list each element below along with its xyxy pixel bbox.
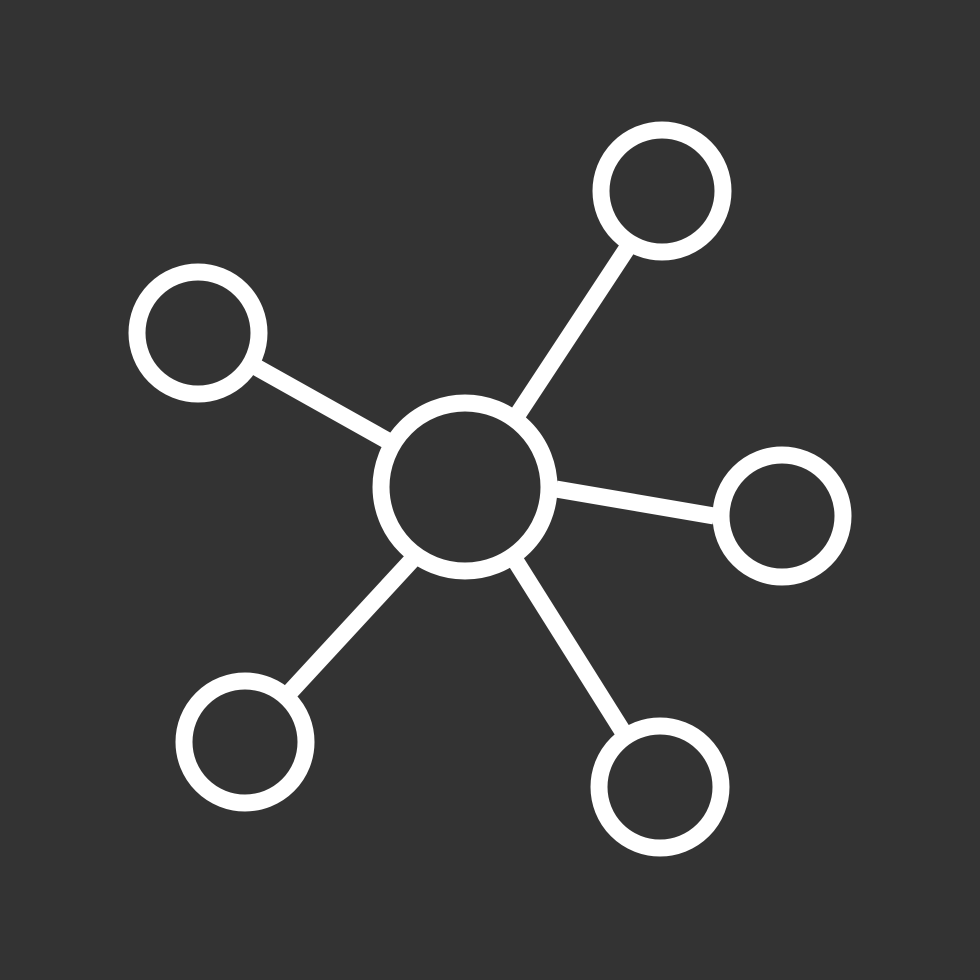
node-right bbox=[712, 446, 852, 586]
link-right bbox=[554, 480, 716, 525]
node-bottom-left bbox=[175, 672, 315, 812]
node-top-right bbox=[592, 121, 732, 261]
hub-node bbox=[372, 394, 558, 580]
link-top-right bbox=[508, 242, 636, 422]
link-bottom-right bbox=[507, 555, 633, 740]
network-nodes bbox=[128, 121, 852, 857]
network-links bbox=[251, 242, 716, 740]
link-left bbox=[251, 359, 393, 449]
link-bottom-left bbox=[284, 554, 419, 697]
node-left bbox=[128, 263, 268, 403]
node-bottom-right bbox=[590, 717, 730, 857]
